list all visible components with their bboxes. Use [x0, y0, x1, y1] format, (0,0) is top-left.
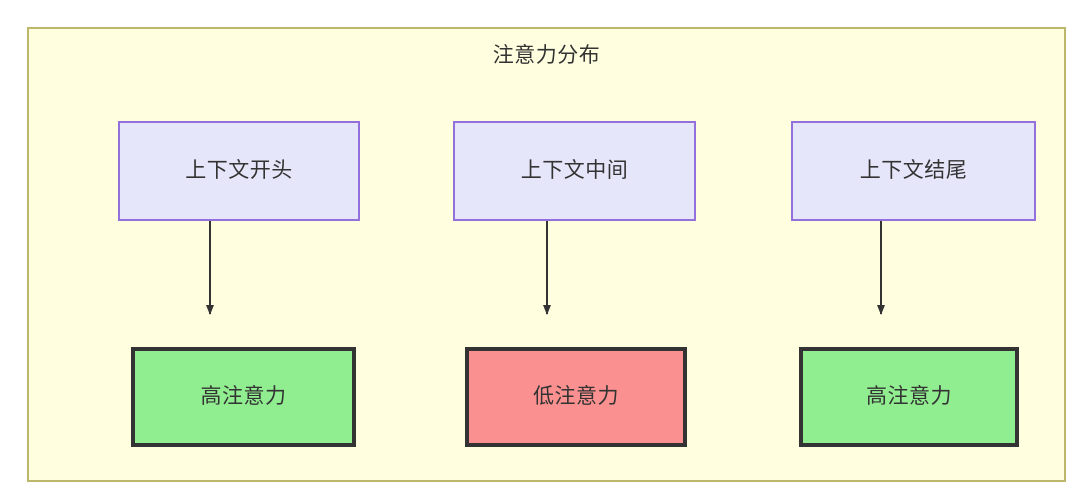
node-high-attention-start[interactable]: 高注意力 — [131, 347, 356, 447]
node-context-end[interactable]: 上下文结尾 — [791, 121, 1036, 221]
node-high-attention-end[interactable]: 高注意力 — [799, 347, 1019, 447]
attention-distribution-subgraph: 注意力分布 上下文开头 上下文中间 上下文结尾 高注意力 低注意力 高注意力 — [27, 27, 1066, 482]
node-context-middle[interactable]: 上下文中间 — [453, 121, 696, 221]
node-low-attention-middle[interactable]: 低注意力 — [465, 347, 687, 447]
diagram-title: 注意力分布 — [492, 44, 601, 67]
node-context-start[interactable]: 上下文开头 — [118, 121, 360, 221]
